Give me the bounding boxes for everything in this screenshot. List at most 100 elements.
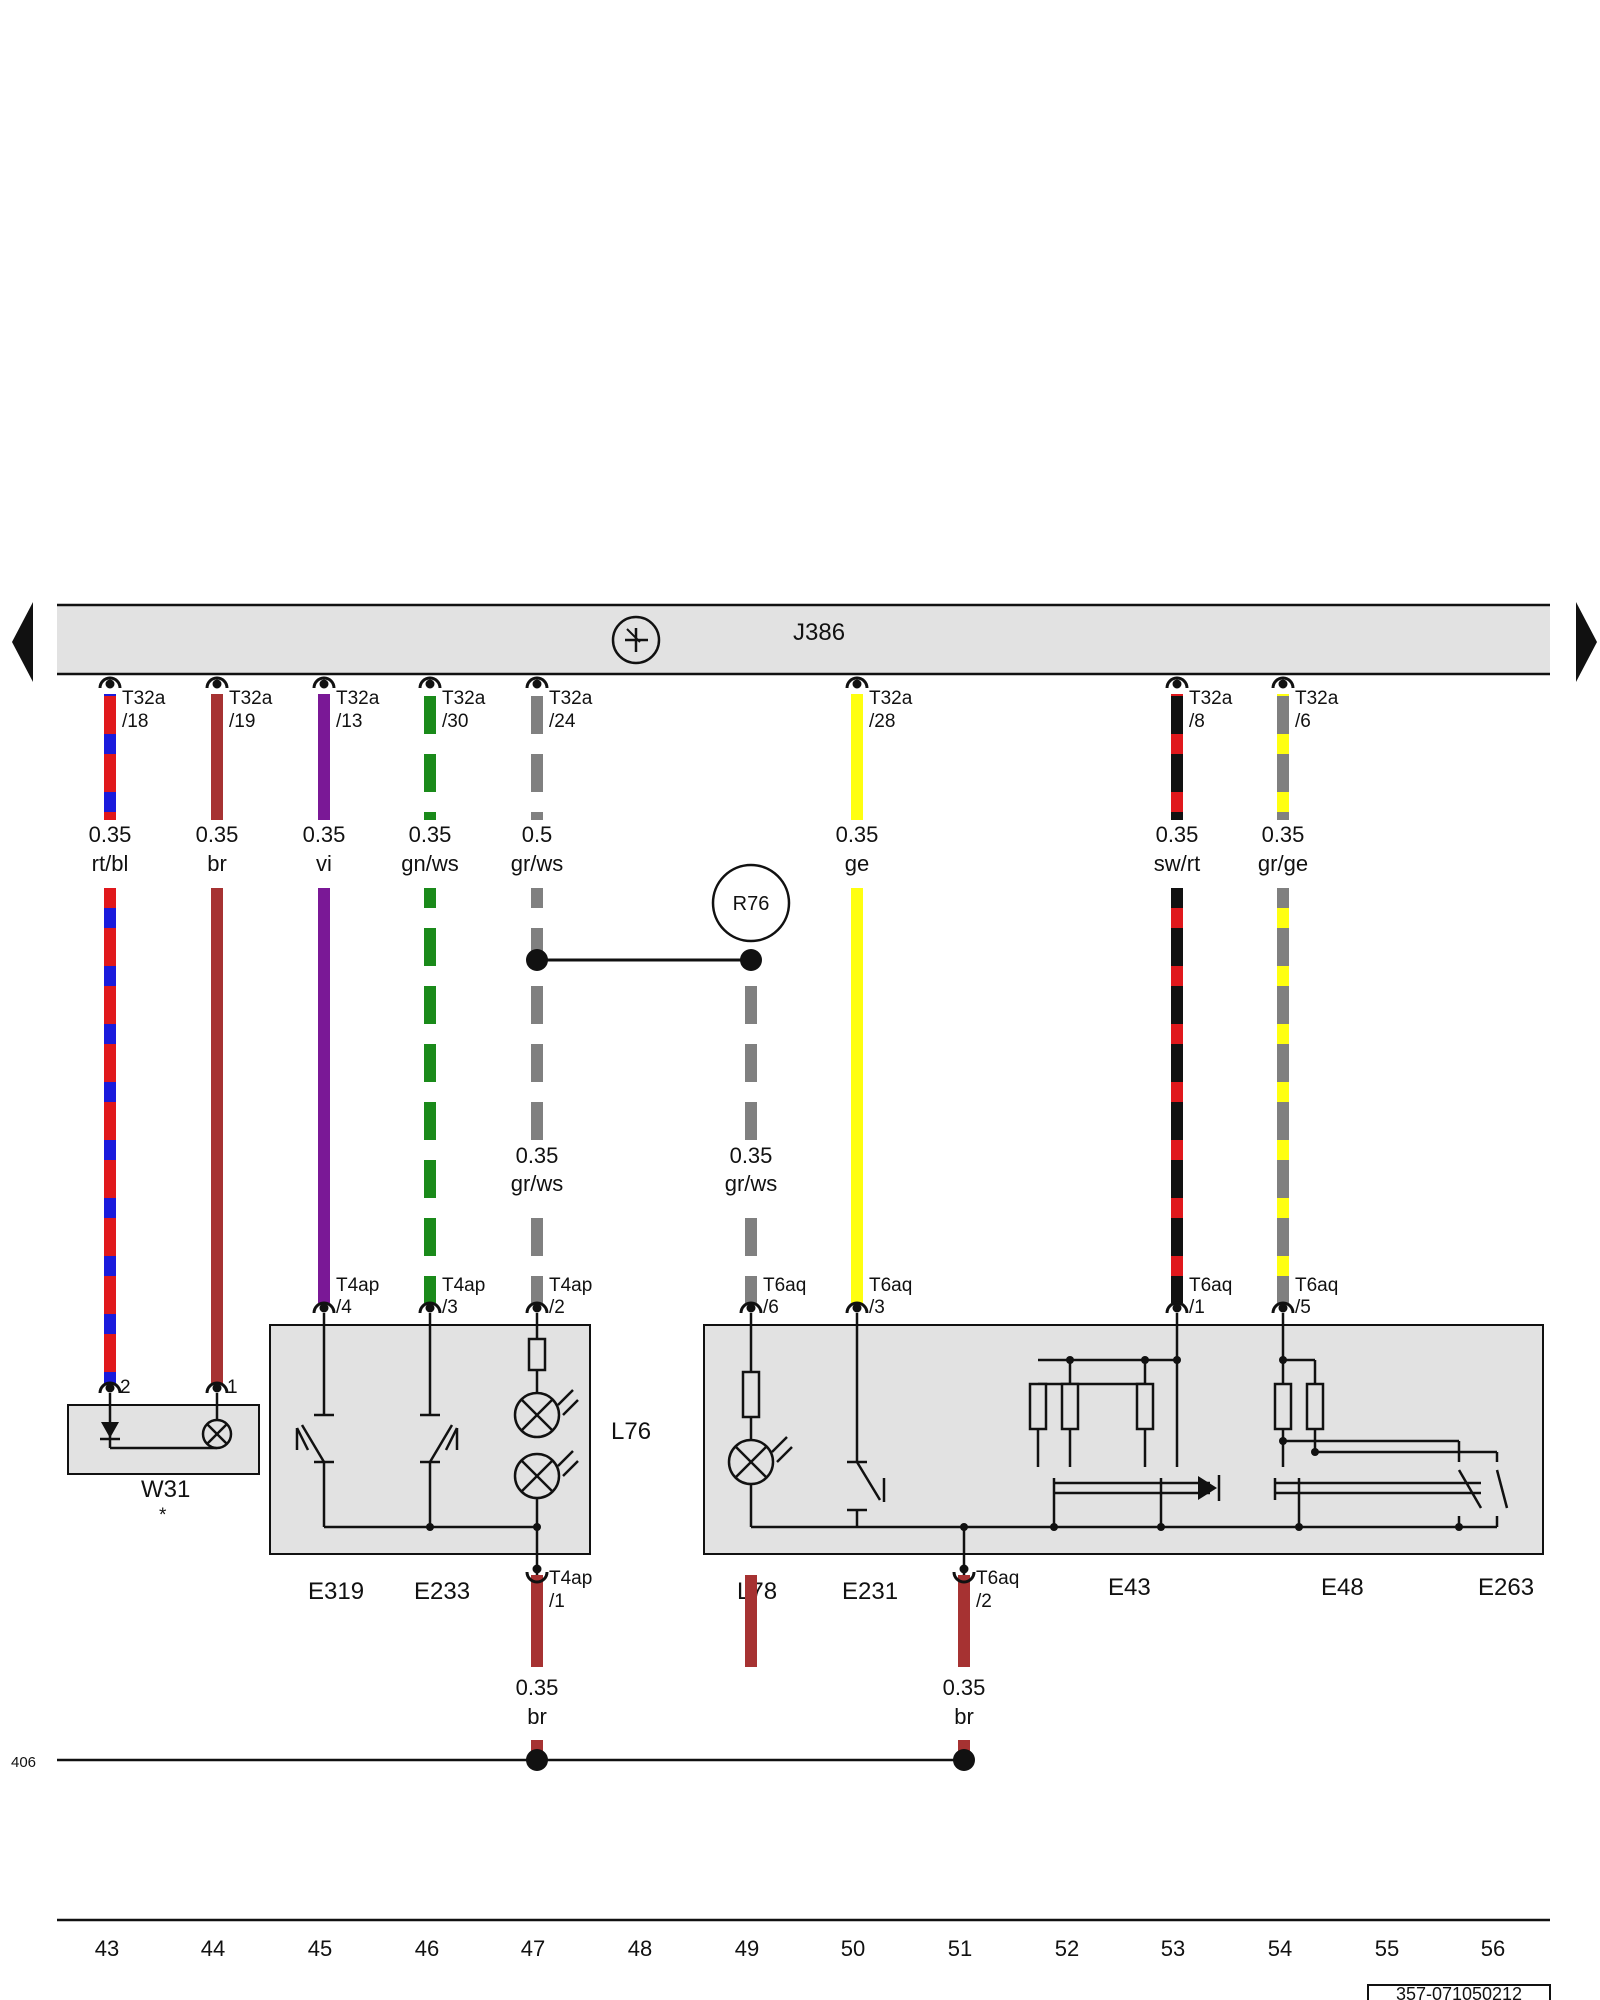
top-pin-1: /18 [122,711,148,732]
w31-label: W31 [141,1476,190,1503]
e43-resistor-network [1028,1313,1210,1527]
switch-e231-icon [847,1313,886,1527]
low-conn-1: T4ap [336,1275,379,1296]
top-wire-labels: 0.35 rt/bl 0.35 br 0.35 vi 0.35 gn/ws 0.… [89,822,1308,876]
r76-resistor: R76 [711,863,791,943]
wire-color-4: gn/ws [401,851,458,876]
col-53: 53 [1161,1936,1185,1961]
top-conn-2: T32a [229,688,273,709]
lamp-l78-icon [727,1313,793,1527]
component-labels: E319 E233 L78 E231 E43 E48 E263 [308,1574,1534,1605]
lower-wire-segments [104,888,1289,1385]
top-connector-labels: T32a /18 T32a /19 T32a /13 T32a /30 T32a… [122,688,1339,732]
low-conn-5: T6aq [869,1275,912,1296]
control-unit-j386: J386 [57,603,1550,676]
low-conn-6: T6aq [1189,1275,1232,1296]
transistor-symbol-icon [611,615,661,665]
col-45: 45 [308,1936,332,1961]
top-pin-4: /30 [442,711,468,732]
top-pin-2: /19 [229,711,255,732]
lamp-icon [201,1418,233,1450]
r76-label: R76 [733,893,770,915]
right-component-box [703,1313,1544,1555]
top-conn-6: T32a [869,688,913,709]
label-e319: E319 [308,1578,364,1605]
label-e43: E43 [1108,1574,1151,1601]
low-pin-4: /6 [763,1297,779,1318]
col-46: 46 [415,1936,439,1961]
col-49: 49 [735,1936,759,1961]
ground-color-2: br [954,1704,974,1729]
ground-gauge-2: 0.35 [943,1675,986,1700]
w31-component: 2 1 W31 * [67,1377,260,1526]
left-page-arrow-icon[interactable] [12,602,33,682]
wire-color-6: ge [845,851,869,876]
mid-color-1: gr/ws [511,1171,564,1196]
top-conn-8: T32a [1295,688,1339,709]
col-56: 56 [1481,1936,1505,1961]
top-pin-7: /8 [1189,711,1205,732]
top-conn-5: T32a [549,688,593,709]
low-conn-7: T6aq [1295,1275,1338,1296]
wire-gauge-1: 0.35 [89,822,132,847]
col-44: 44 [201,1936,225,1961]
col-48: 48 [628,1936,652,1961]
w31-pin-1: 1 [227,1377,238,1398]
low-pin-5: /3 [869,1297,885,1318]
doc-id: 357-071050212 [1396,1984,1522,2000]
wire-gauge-2: 0.35 [196,822,239,847]
bottom-conn-2: T6aq [976,1568,1019,1589]
wire-color-2: br [207,851,227,876]
top-conn-4: T32a [442,688,486,709]
mid-gauge-1: 0.35 [516,1143,559,1168]
bottom-connector-labels: T4ap /1 T6aq /2 [549,1568,1019,1612]
low-pin-2: /3 [442,1297,458,1318]
l76-label: L76 [611,1418,651,1445]
ground-bus: 406 [11,1749,975,1771]
col-55: 55 [1375,1936,1399,1961]
w31-pin-2: 2 [120,1377,131,1398]
low-conn-4: T6aq [763,1275,806,1296]
right-page-arrow-icon[interactable] [1576,602,1597,682]
wire-gauge-4: 0.35 [409,822,452,847]
w31-note: * [159,1505,167,1526]
ground-gauge-1: 0.35 [516,1675,559,1700]
col-54: 54 [1268,1936,1292,1961]
mid-gauge-2: 0.35 [730,1143,773,1168]
lower-connector-sockets [98,1301,1295,1394]
top-conn-7: T32a [1189,688,1233,709]
bottom-pin-2: /2 [976,1591,992,1612]
label-l78: L78 [737,1578,777,1605]
switch-e233-icon [420,1313,459,1527]
wire-gauge-7: 0.35 [1156,822,1199,847]
label-e231: E231 [842,1578,898,1605]
low-pin-3: /2 [549,1297,565,1318]
r76-junction [526,949,762,971]
col-43: 43 [95,1936,119,1961]
diode-icon [100,1422,120,1441]
col-52: 52 [1055,1936,1079,1961]
wire-gauge-5: 0.5 [522,822,553,847]
doc-id-box: 357-071050212 [1367,1984,1551,2000]
top-wire-segments [104,694,1289,820]
e48-e263-network [1273,1313,1509,1527]
right-box-junctions [960,1356,1463,1531]
top-conn-3: T32a [336,688,380,709]
bottom-connector-sockets [525,1564,976,1584]
top-pin-5: /24 [549,711,576,732]
top-pin-8: /6 [1295,711,1311,732]
label-e263: E263 [1478,1574,1534,1601]
bottom-pin-1: /1 [549,1591,565,1612]
top-conn-1: T32a [122,688,166,709]
e43-arrow-icon [1198,1476,1217,1500]
ground-wire-labels: 0.35 br 0.35 br [516,1675,986,1729]
wire-gauge-6: 0.35 [836,822,879,847]
label-e48: E48 [1321,1574,1364,1601]
col-50: 50 [841,1936,865,1961]
low-conn-2: T4ap [442,1275,485,1296]
wire-gauge-8: 0.35 [1262,822,1305,847]
mid-wire-labels: 0.35 gr/ws 0.35 gr/ws [511,1143,778,1196]
mid-color-2: gr/ws [725,1171,778,1196]
col-47: 47 [521,1936,545,1961]
wire-color-7: sw/rt [1154,851,1200,876]
